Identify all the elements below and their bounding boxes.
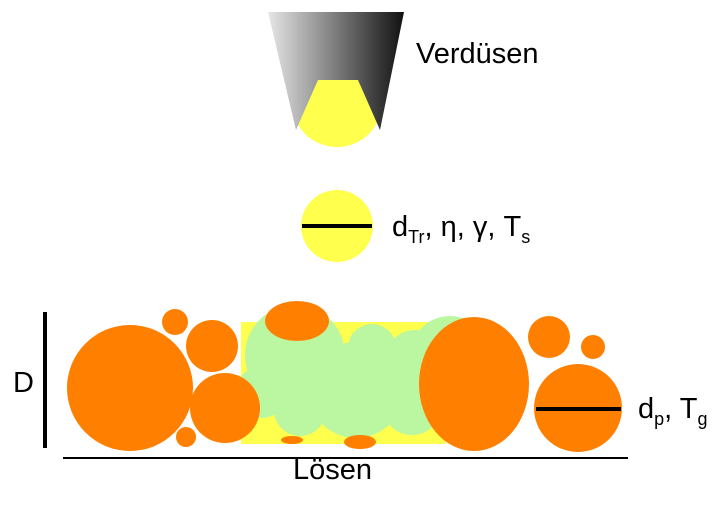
particle-small bbox=[281, 436, 303, 444]
separator: , bbox=[487, 211, 504, 243]
dissolving-label: Lösen bbox=[293, 454, 373, 486]
particle-large-left bbox=[67, 325, 193, 451]
gas-temperature-symbol: T bbox=[679, 393, 698, 425]
depth-label: D bbox=[13, 367, 34, 399]
particle-parameters: dp, Tg bbox=[638, 393, 707, 429]
nozzle bbox=[268, 12, 404, 130]
particle-small bbox=[581, 335, 605, 359]
temperature-symbol: T bbox=[503, 211, 522, 243]
temperature-subscript: s bbox=[521, 227, 531, 247]
particle bbox=[528, 316, 570, 358]
particle-small bbox=[344, 435, 376, 449]
droplet-diameter-subscript: Tr bbox=[408, 227, 425, 247]
particle-small bbox=[176, 427, 196, 447]
separator: , bbox=[664, 393, 680, 425]
particle-small bbox=[162, 309, 188, 335]
droplet-diameter-symbol: d bbox=[392, 211, 409, 243]
particle bbox=[265, 301, 329, 341]
viscosity-symbol: η bbox=[440, 211, 457, 243]
particle-diameter-subscript: p bbox=[654, 409, 665, 429]
particle-diameter-symbol: d bbox=[638, 393, 655, 425]
separator: , bbox=[424, 211, 441, 243]
nozzle-label: Verdüsen bbox=[416, 38, 539, 70]
gas-temperature-subscript: g bbox=[697, 409, 708, 429]
surface-tension-symbol: γ bbox=[472, 211, 488, 243]
particle-large-right bbox=[419, 317, 529, 451]
particle bbox=[186, 320, 238, 372]
particle bbox=[190, 373, 260, 443]
droplet-parameters: dTr, η, γ, Ts bbox=[392, 211, 530, 247]
separator: , bbox=[456, 211, 473, 243]
